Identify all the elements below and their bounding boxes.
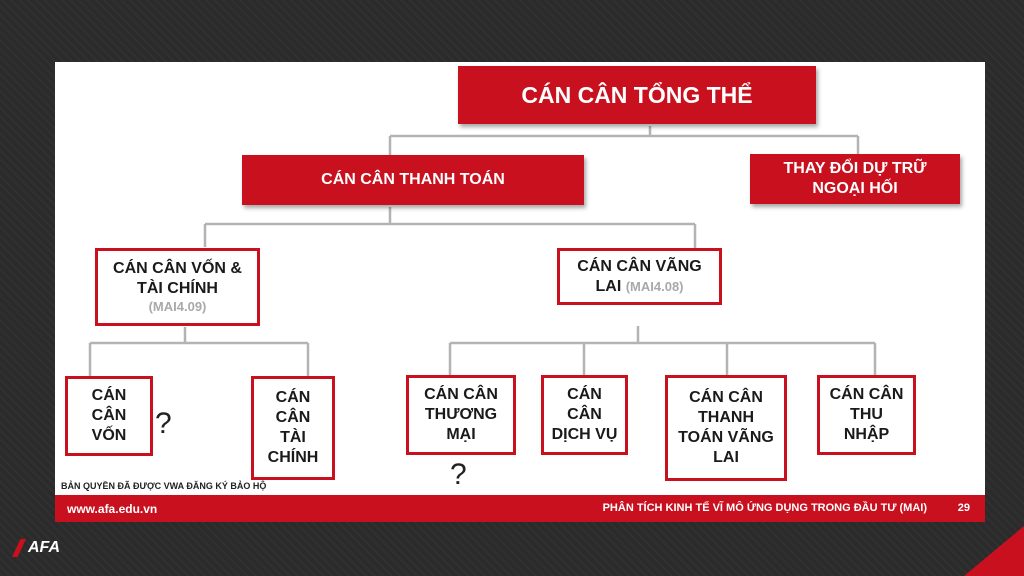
corner-decoration (964, 526, 1024, 576)
capital-account-line1: CÁN CÂN VỐN & (113, 259, 242, 277)
reserve-change-box: THAY ĐỔI DỰ TRỮ NGOẠI HỐI (750, 154, 960, 204)
current-account-line2: LAI (595, 277, 622, 295)
logo-mark-icon (12, 539, 26, 557)
services-balance-label: CÁN CÂN DỊCH VỤ (551, 386, 618, 443)
overall-balance-box: CÁN CÂN TỔNG THỂ (458, 66, 816, 124)
current-account-line2-wrap: LAI (MAI4.08) (595, 277, 683, 297)
balance-of-payments-box: CÁN CÂN THANH TOÁN (242, 155, 584, 205)
page-number: 29 (957, 502, 970, 514)
logo-text: AFA (28, 539, 60, 556)
capital-account-code: (MAI4.09) (148, 298, 207, 314)
capital-balance-box: CÁN CÂN VỐN (65, 376, 153, 456)
income-balance-label: CÁN CÂN THU NHẬP (829, 386, 904, 443)
financial-balance-label: CÁN CÂN TÀI CHÍNH (267, 389, 319, 466)
current-account-line1: CÁN CÂN VÃNG (577, 257, 702, 275)
current-account-code: (MAI4.08) (625, 278, 684, 294)
slide: CÁN CÂN TỔNG THỂ CÁN CÂN THANH TOÁN THAY… (55, 62, 985, 522)
current-transfers-box: CÁN CÂN THANH TOÁN VÃNG LAI (665, 375, 787, 481)
trade-balance-label: CÁN CÂN THƯƠNG MẠI (424, 386, 498, 443)
copyright-notice: BẢN QUYỀN ĐÃ ĐƯỢC VWA ĐĂNG KÝ BẢO HỘ (61, 481, 267, 491)
overall-balance-label: CÁN CÂN TỔNG THỂ (521, 81, 753, 108)
current-transfers-label: CÁN CÂN THANH TOÁN VÃNG LAI (678, 389, 774, 466)
capital-account-box: CÁN CÂN VỐN & TÀI CHÍNH (MAI4.09) (95, 248, 260, 326)
financial-balance-box: CÁN CÂN TÀI CHÍNH (251, 376, 335, 480)
reserve-change-line2: NGOẠI HỐI (812, 180, 898, 197)
balance-of-payments-label: CÁN CÂN THANH TOÁN (321, 171, 505, 188)
connector-lines (88, 126, 877, 376)
footer-course-title: PHÂN TÍCH KINH TẾ VĨ MÔ ỨNG DỤNG TRONG Đ… (602, 502, 927, 514)
services-balance-box: CÁN CÂN DỊCH VỤ (541, 375, 628, 455)
capital-account-line2: TÀI CHÍNH (137, 279, 218, 297)
footer-url[interactable]: www.afa.edu.vn (67, 502, 158, 516)
question-mark-trade: ? (450, 458, 467, 491)
afa-logo: AFA (12, 539, 60, 557)
reserve-change-line1: THAY ĐỔI DỰ TRỮ (783, 160, 927, 177)
current-account-box: CÁN CÂN VÃNG LAI (MAI4.08) (557, 248, 722, 305)
footer-bar: www.afa.edu.vn PHÂN TÍCH KINH TẾ VĨ MÔ Ứ… (55, 495, 985, 522)
income-balance-box: CÁN CÂN THU NHẬP (817, 375, 916, 455)
capital-balance-label: CÁN CÂN VỐN (91, 387, 127, 444)
question-mark-capital: ? (155, 407, 172, 440)
trade-balance-box: CÁN CÂN THƯƠNG MẠI (406, 375, 516, 455)
